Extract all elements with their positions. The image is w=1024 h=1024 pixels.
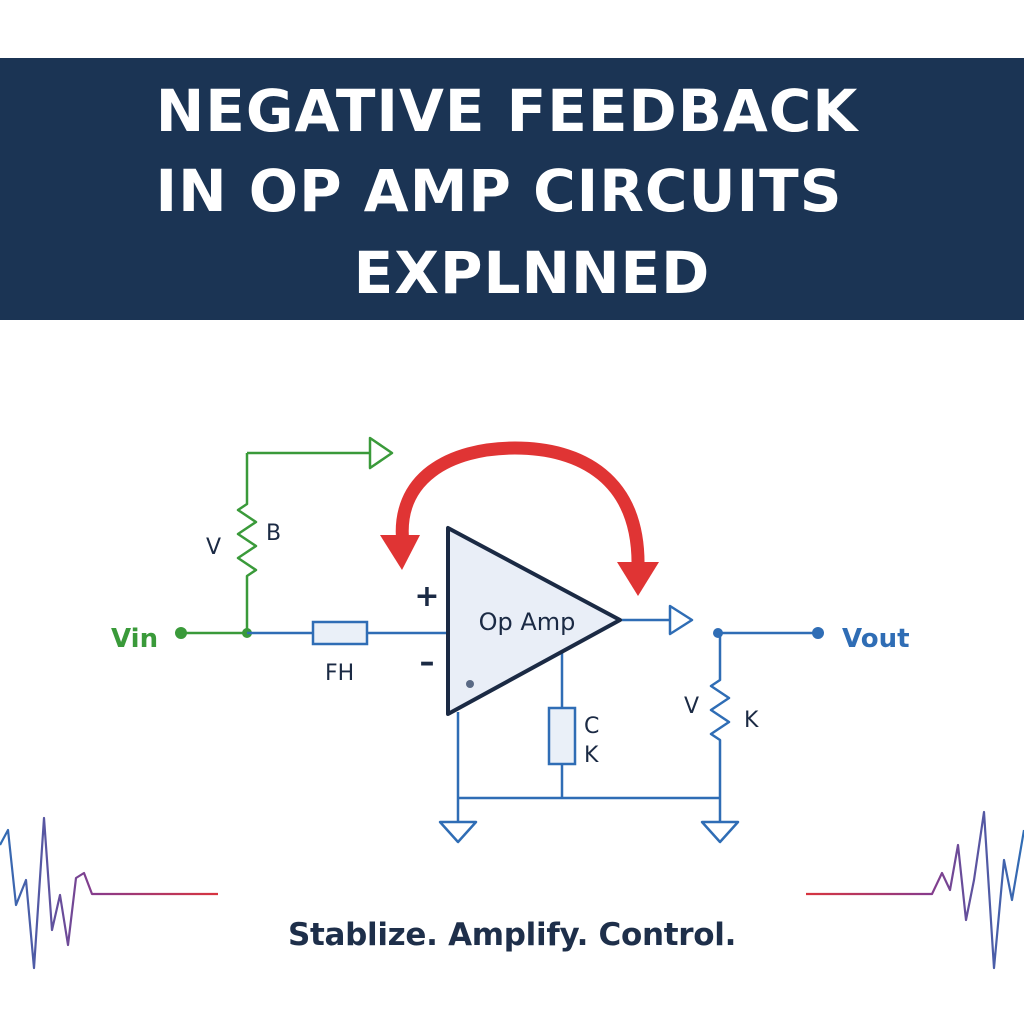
vout-terminal — [812, 627, 824, 639]
vout-label: Vout — [842, 624, 910, 654]
opamp-pin-dot — [466, 680, 474, 688]
green-arrow-icon — [368, 436, 394, 470]
output-resistor-right-label: K — [744, 708, 759, 733]
cap-label-top: C — [584, 714, 599, 739]
output-resistor-icon — [709, 672, 731, 744]
vin-label: Vin — [111, 624, 158, 654]
ground-icon — [700, 820, 740, 844]
cap-label-bottom: K — [584, 743, 599, 768]
feedback-arrow-icon — [380, 441, 659, 596]
top-resistor-right-label: B — [266, 521, 281, 546]
tagline: Stablize. Amplify. Control. — [287, 917, 737, 953]
title-banner — [0, 58, 1024, 320]
title-line-2: IN OP AMP CIRCUITS — [155, 157, 843, 225]
ground-icon — [438, 820, 478, 844]
minus-sign: – — [420, 645, 435, 680]
top-resistor-left-label: V — [206, 535, 221, 560]
input-wiring — [181, 451, 370, 635]
capacitor-icon — [547, 706, 577, 766]
plus-sign: + — [414, 579, 439, 614]
opamp-triangle — [446, 526, 622, 716]
output-arrow-icon — [668, 604, 694, 636]
title-line-1: NEGATIVE FEEDBACK — [155, 77, 859, 145]
opamp-label: Op Amp — [479, 608, 576, 636]
top-resistor-icon — [236, 494, 258, 584]
input-resistor-label: FH — [325, 661, 354, 686]
left-waveform-icon — [0, 816, 218, 970]
title-line-3: EXPLNNED — [353, 239, 711, 307]
circuit-wiring — [247, 618, 818, 822]
output-resistor-left-label: V — [684, 694, 699, 719]
vin-terminal — [175, 627, 187, 639]
input-resistor-icon — [311, 620, 369, 646]
output-junction-dot — [713, 628, 723, 638]
right-waveform-icon — [806, 810, 1024, 970]
